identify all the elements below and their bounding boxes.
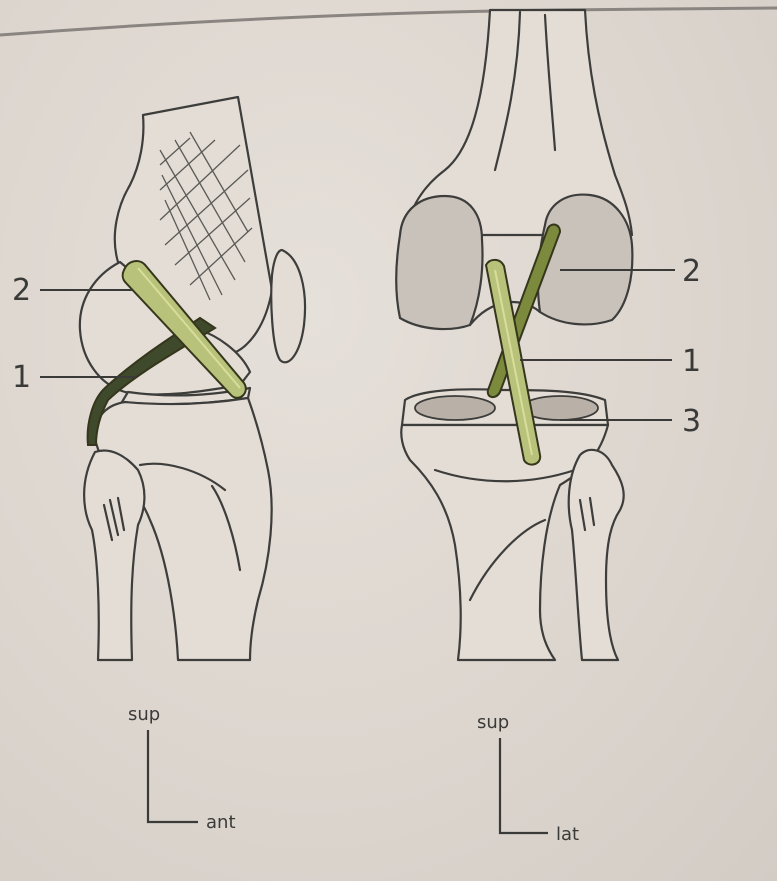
label-3-right: 3: [682, 404, 701, 439]
label-2-right: 2: [682, 254, 701, 289]
axis-label-lat: lat: [556, 824, 579, 845]
label-2-left: 2: [12, 273, 31, 308]
meniscus-medial: [415, 396, 495, 420]
medial-condyle: [396, 196, 482, 329]
axis-label-sup-left: sup: [128, 704, 160, 725]
axis-label-ant: ant: [206, 812, 236, 833]
fibula-lateral: [84, 451, 144, 660]
patella: [271, 250, 305, 362]
axis-label-sup-right: sup: [477, 712, 509, 733]
anterior-view: [396, 10, 632, 660]
label-1-left: 1: [12, 360, 31, 395]
page-edge: [0, 8, 777, 35]
axis-indicator-left: sup ant: [128, 704, 236, 833]
lateral-condyle: [538, 195, 632, 325]
fibula-anterior: [569, 450, 624, 660]
lateral-view: [80, 97, 305, 660]
label-1-right: 1: [682, 344, 701, 379]
axis-indicator-right: sup lat: [477, 712, 579, 845]
